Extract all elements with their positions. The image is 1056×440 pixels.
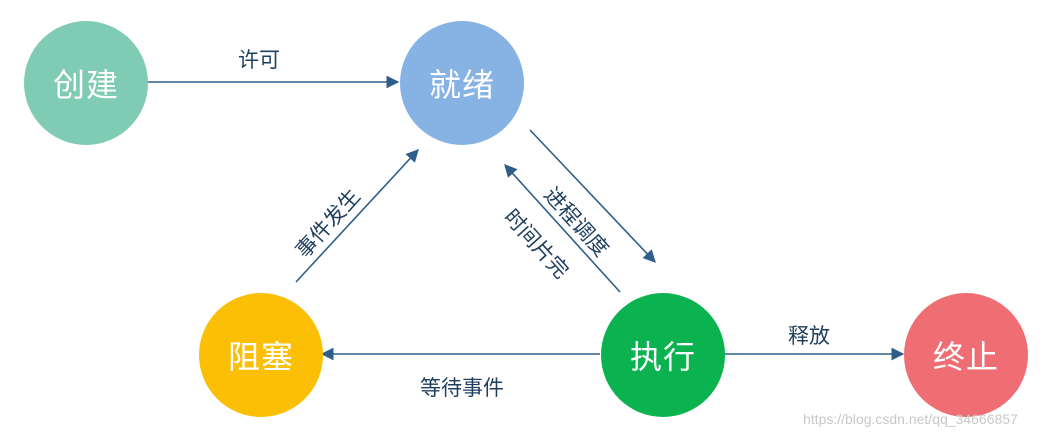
node-exit-label: 终止 xyxy=(932,338,999,376)
watermark: https://blog.csdn.net/qq_34666857 xyxy=(803,411,1018,427)
edge-event-occurs-arrow xyxy=(295,149,419,283)
edge-admit-label: 许可 xyxy=(238,48,280,72)
node-ready: 就绪 xyxy=(400,21,524,145)
node-running-label: 执行 xyxy=(629,338,696,376)
node-ready-label: 就绪 xyxy=(428,66,495,104)
node-exit: 终止 xyxy=(904,293,1028,417)
node-create-label: 创建 xyxy=(52,66,119,104)
node-create: 创建 xyxy=(24,21,148,145)
edge-event-wait-label: 等待事件 xyxy=(420,376,504,400)
edge-dispatch-arrow xyxy=(529,129,656,263)
node-blocked: 阻塞 xyxy=(199,293,323,417)
node-running: 执行 xyxy=(601,293,725,417)
node-blocked-label: 阻塞 xyxy=(227,338,294,376)
edge-release-label: 释放 xyxy=(788,324,830,348)
edge-timeout-arrow xyxy=(504,164,621,293)
